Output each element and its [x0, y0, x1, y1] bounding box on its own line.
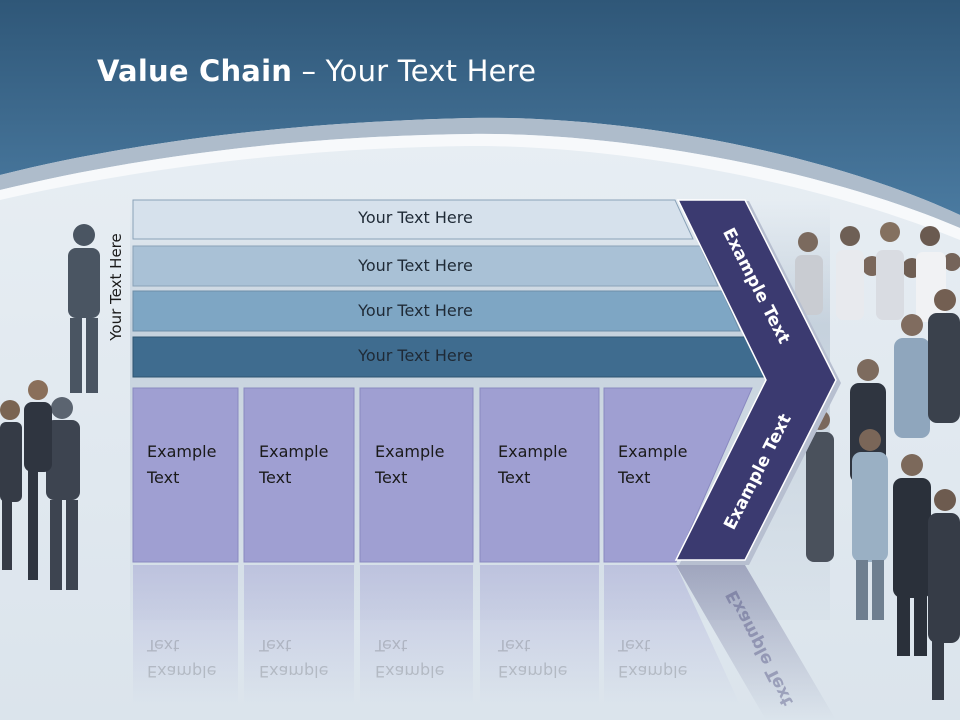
bar-3-label: Your Text Here — [358, 301, 473, 320]
box-2-label: Example Text — [259, 442, 329, 487]
title-rest: – Your Text Here — [292, 54, 537, 88]
box-4 — [479, 387, 600, 563]
chevron-reflection — [676, 565, 836, 720]
title-bold: Value Chain — [97, 54, 293, 88]
bar-2 — [132, 245, 719, 287]
bar-2-label: Your Text Here — [358, 256, 473, 275]
box-5 — [603, 387, 753, 563]
people-left-illustration — [0, 224, 100, 590]
box-3 — [359, 387, 474, 563]
header-band — [0, 0, 960, 215]
box-1 — [132, 387, 239, 563]
box-3-label: Example Text — [375, 442, 445, 487]
box-5-label: Example Text — [618, 442, 688, 487]
box-4-reflection-label: Example Text — [498, 636, 568, 681]
header-swoosh — [0, 117, 960, 228]
box-1-label: Example Text — [147, 442, 217, 487]
bar-1 — [132, 199, 694, 240]
box-1-reflection-label: Example Text — [147, 636, 217, 681]
chevron — [674, 199, 837, 561]
people-right-illustration — [795, 222, 960, 700]
box-4-label: Example Text — [498, 442, 568, 487]
box-5-reflection-label: Example Text — [618, 636, 688, 681]
side-label-text: Your Text Here — [107, 233, 125, 341]
bar-3 — [132, 290, 741, 332]
box-2-reflection-label: Example Text — [259, 636, 329, 681]
slide-title: Value Chain – Your Text Here — [97, 54, 536, 88]
box-2 — [243, 387, 355, 563]
box-3-reflection-label: Example Text — [375, 636, 445, 681]
bar-1-label: Your Text Here — [358, 208, 473, 227]
bar-4-label: Your Text Here — [358, 346, 473, 365]
